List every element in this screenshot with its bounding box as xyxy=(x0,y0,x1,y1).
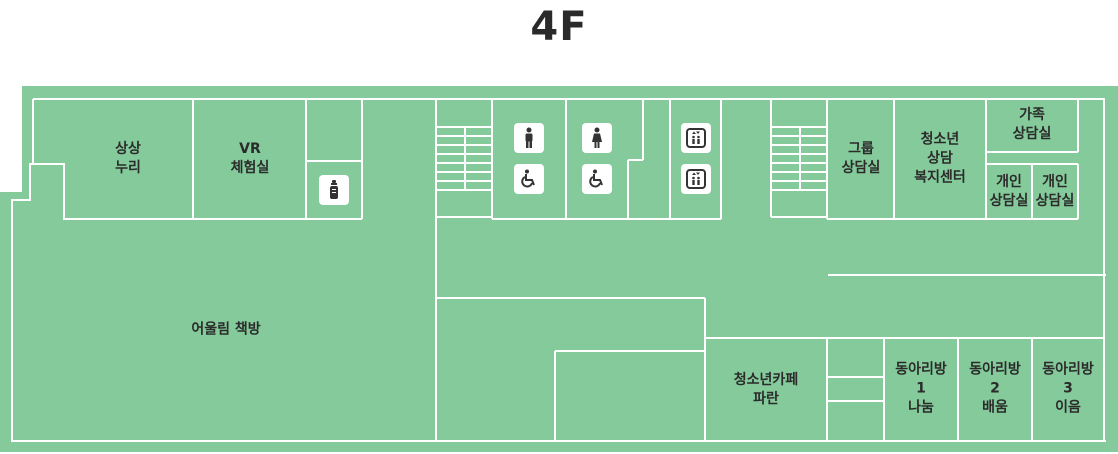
man-icon xyxy=(514,123,544,153)
wheelchair-icon xyxy=(514,164,544,194)
walls xyxy=(11,98,1106,442)
room-reading: 어울림 책방 xyxy=(191,321,261,338)
wheelchair-icon xyxy=(582,164,612,194)
elevator-icon xyxy=(681,123,711,153)
floor-title: 4F xyxy=(530,4,588,50)
woman-icon xyxy=(582,123,612,153)
floor-area xyxy=(0,86,1118,452)
baby-bottle-icon xyxy=(319,175,349,205)
elevator-icon xyxy=(681,164,711,194)
